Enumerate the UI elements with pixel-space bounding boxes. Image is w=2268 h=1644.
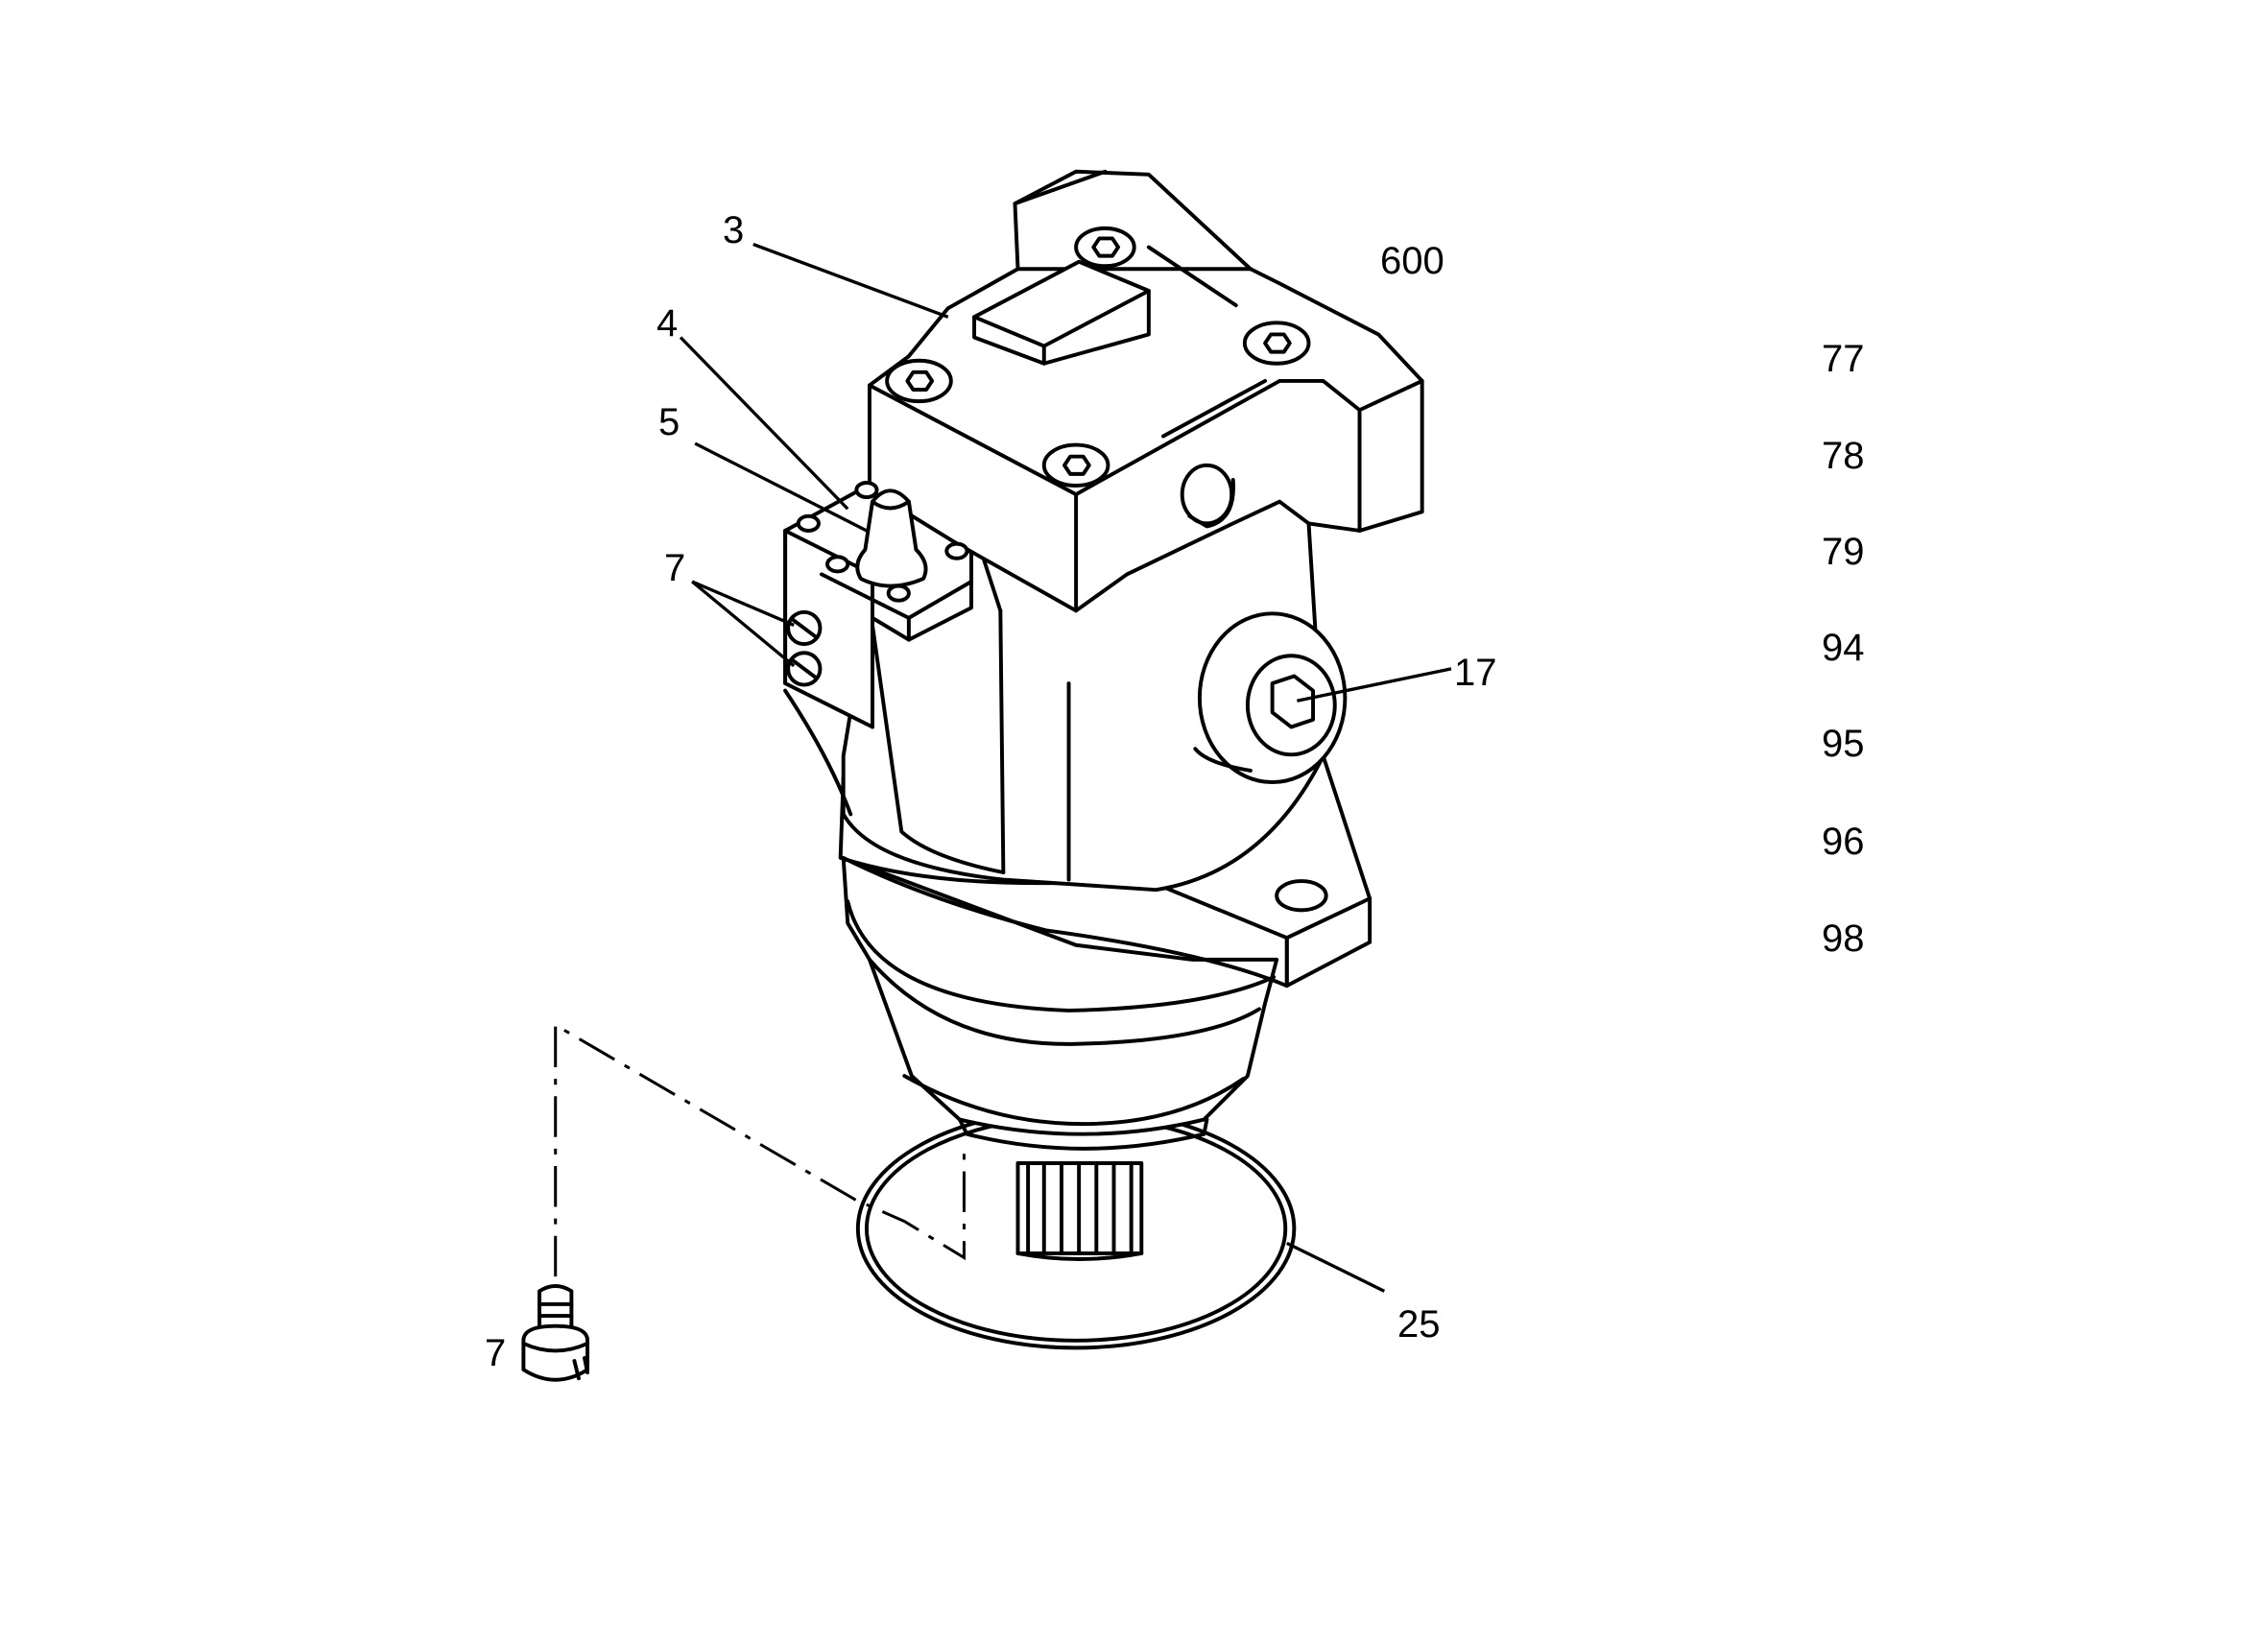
callout-25: 25	[1397, 1303, 1441, 1346]
leader-lines	[679, 242, 1452, 1293]
part-number: 94	[1822, 627, 1865, 669]
part-number: 78	[1822, 435, 1865, 477]
loose-screw-part-7	[521, 1284, 590, 1382]
cover-bolts	[885, 226, 1311, 488]
cover-bolt	[1041, 442, 1110, 488]
valve-block-cover	[868, 169, 1424, 613]
part-number: 77	[1822, 338, 1865, 380]
callout-5: 5	[658, 401, 680, 443]
cover-bolt	[1242, 321, 1311, 366]
cover-bolt	[885, 358, 953, 404]
callout-17: 17	[1454, 652, 1497, 694]
part-number: 98	[1822, 917, 1865, 960]
callout-600: 600	[1380, 240, 1444, 282]
callout-7-upper: 7	[664, 547, 685, 589]
part-number-list: 77 78 79 94 95 96 98	[1822, 338, 1865, 960]
part-number: 79	[1822, 531, 1865, 573]
side-port-plug	[1193, 611, 1348, 785]
callout-7-lower: 7	[485, 1332, 506, 1374]
assembly-path-line	[554, 1022, 966, 1277]
part-number: 96	[1822, 821, 1865, 863]
cover-bolt	[1074, 226, 1136, 269]
lower-housing	[841, 855, 1279, 1151]
callout-3: 3	[723, 209, 744, 251]
motor-assembly	[521, 169, 1452, 1382]
output-pinion-shaft	[1015, 1161, 1144, 1261]
callout-labels: 3 4 5 7 7 17 25 600	[485, 209, 1497, 1374]
part-number: 95	[1822, 723, 1865, 765]
callout-4: 4	[657, 302, 678, 345]
